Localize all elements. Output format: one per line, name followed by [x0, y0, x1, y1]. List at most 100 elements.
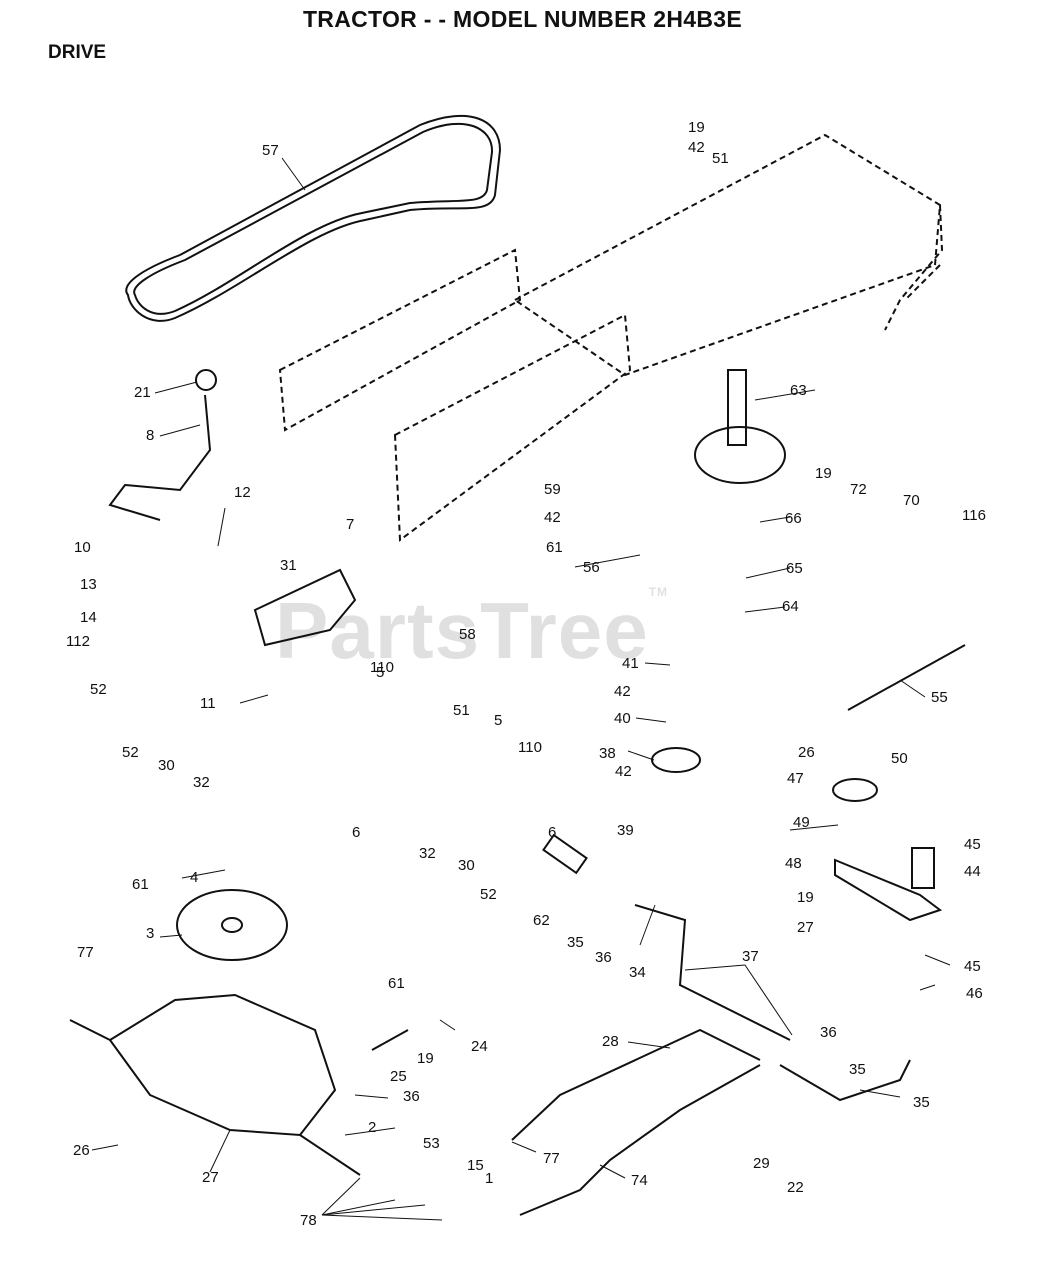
part-callout-1: 1 [485, 1170, 493, 1187]
part-callout-42: 42 [614, 683, 631, 700]
part-callout-42: 42 [688, 139, 705, 156]
part-callout-62: 62 [533, 912, 550, 929]
part-callout-30: 30 [158, 757, 175, 774]
drive-belt-inner [133, 122, 494, 315]
part-callout-25: 25 [390, 1068, 407, 1085]
part-callout-64: 64 [782, 598, 799, 615]
part-callout-52: 52 [90, 681, 107, 698]
part-callout-28: 28 [602, 1033, 619, 1050]
watermark-tm: TM [648, 585, 669, 599]
engine-pulley [694, 426, 786, 484]
rod-34 [634, 904, 791, 1041]
part-callout-36: 36 [403, 1088, 420, 1105]
transaxle-body [108, 993, 337, 1137]
part-callout-19: 19 [417, 1050, 434, 1067]
part-callout-35: 35 [849, 1061, 866, 1078]
part-callout-21: 21 [134, 384, 151, 401]
part-callout-77: 77 [77, 944, 94, 961]
part-callout-116: 116 [962, 507, 986, 524]
part-callout-38: 38 [599, 745, 616, 762]
part-callout-13: 13 [80, 576, 97, 593]
part-callout-27: 27 [797, 919, 814, 936]
part-callout-10: 10 [74, 539, 91, 556]
part-callout-49: 49 [793, 814, 810, 831]
part-callout-52: 52 [480, 886, 497, 903]
part-callout-59: 59 [544, 481, 561, 498]
part-callout-48: 48 [785, 855, 802, 872]
part-callout-30: 30 [458, 857, 475, 874]
rod-22 [519, 1064, 761, 1216]
shift-lever [108, 394, 212, 521]
part-callout-34: 34 [629, 964, 646, 981]
part-callout-70: 70 [903, 492, 920, 509]
part-callout-112: 112 [66, 633, 90, 650]
part-callout-27: 27 [202, 1169, 219, 1186]
engine-pulley-shaft [727, 369, 747, 446]
part-callout-50: 50 [891, 750, 908, 767]
part-callout-61: 61 [546, 539, 563, 556]
part-callout-45: 45 [964, 958, 981, 975]
part-callout-11: 11 [200, 695, 216, 712]
part-callout-41: 41 [622, 655, 639, 672]
drive-belt [125, 115, 502, 322]
part-callout-65: 65 [786, 560, 803, 577]
part-callout-31: 31 [280, 557, 297, 574]
part-callout-35: 35 [567, 934, 584, 951]
leader-lines [91, 157, 951, 1221]
part-callout-53: 53 [423, 1135, 440, 1152]
part-callout-44: 44 [964, 863, 981, 880]
part-callout-4: 4 [190, 869, 198, 886]
part-callout-42: 42 [615, 763, 632, 780]
watermark: PartsTreeTM [275, 585, 668, 677]
part-callout-74: 74 [631, 1172, 648, 1189]
part-callout-24: 24 [471, 1038, 488, 1055]
frame-top [513, 133, 942, 377]
part-callout-37: 37 [742, 948, 759, 965]
frame-right-side [884, 204, 944, 331]
diagram-artwork [69, 115, 966, 1216]
part-callout-5: 5 [376, 664, 384, 681]
pivot-bracket [253, 568, 357, 647]
part-callout-29: 29 [753, 1155, 770, 1172]
part-callout-51: 51 [453, 702, 470, 719]
part-callout-15: 15 [467, 1157, 484, 1174]
part-callout-40: 40 [614, 710, 631, 727]
part-callout-35: 35 [913, 1094, 930, 1111]
part-callout-36: 36 [820, 1024, 837, 1041]
part-callout-42: 42 [544, 509, 561, 526]
part-callout-32: 32 [419, 845, 436, 862]
part-callout-66: 66 [785, 510, 802, 527]
shift-knob [195, 369, 217, 391]
part-callout-45: 45 [964, 836, 981, 853]
part-callout-19: 19 [688, 119, 705, 136]
part-callout-72: 72 [850, 481, 867, 498]
rod-28 [511, 1028, 761, 1141]
part-callout-78: 78 [300, 1212, 317, 1229]
part-callout-8: 8 [146, 427, 154, 444]
part-callout-57: 57 [262, 142, 279, 159]
part-callout-36: 36 [595, 949, 612, 966]
part-callout-6: 6 [548, 824, 556, 841]
part-callout-55: 55 [931, 689, 948, 706]
part-callout-46: 46 [966, 985, 983, 1002]
part-callout-61: 61 [388, 975, 405, 992]
part-callout-5: 5 [494, 712, 502, 729]
part-callout-32: 32 [193, 774, 210, 791]
part-callout-3: 3 [146, 925, 154, 942]
part-callout-58: 58 [459, 626, 476, 643]
transmission-pulley [176, 889, 288, 961]
part-callout-39: 39 [617, 822, 634, 839]
bushing-44 [911, 847, 935, 889]
part-callout-6: 6 [352, 824, 360, 841]
idler-pulley-47 [832, 778, 878, 802]
part-callout-52: 52 [122, 744, 139, 761]
watermark-text: PartsTree [275, 586, 649, 675]
part-callout-77: 77 [543, 1150, 560, 1167]
part-callout-19: 19 [815, 465, 832, 482]
pipe-62 [542, 833, 588, 875]
part-callout-19: 19 [797, 889, 814, 906]
transaxle-axle [69, 1019, 361, 1176]
page-title: TRACTOR - - MODEL NUMBER 2H4B3E [302, 6, 743, 32]
spring-25 [371, 1029, 409, 1051]
